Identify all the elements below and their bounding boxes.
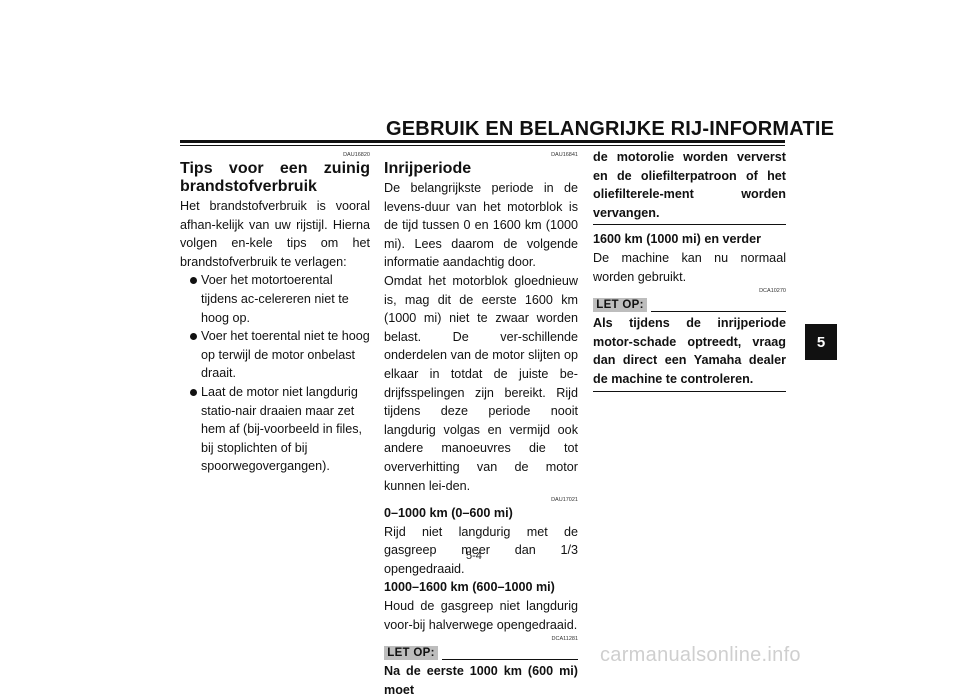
bullet-icon [190,333,197,341]
paragraph: Omdat het motorblok gloednieuw is, mag d… [384,273,578,493]
subheading: 1600 km (1000 mi) en verder [593,232,762,247]
caution-end-rule [593,224,786,226]
column-3: de motorolie worden ververst en de olief… [593,148,786,392]
list-item-text: Voer het motortoerental tijdens ac-celer… [201,273,349,325]
column-2: DAU16841 Inrijperiode De belangrijkste p… [384,150,578,699]
reference-code: DCA11281 [551,636,579,643]
reference-code: DCA10270 [759,288,786,295]
paragraph: Het brandstofverbruik is vooral afhan-ke… [180,199,370,269]
subheading: 1000–1600 km (600–1000 mi) [384,580,555,595]
reference-code: DAU16841 [551,152,578,158]
header-rule [180,140,785,143]
chapter-tab: 5 [805,324,837,360]
caution-end-rule [593,390,786,392]
bullet-icon [190,388,197,396]
reference-code: DAU16820 [343,152,370,158]
paragraph: De machine kan nu normaal worden gebruik… [593,250,786,284]
paragraph: Rijd niet langdurig met de gasgreep meer… [384,524,578,576]
list-item-text: Laat de motor niet langdurig statio-nair… [201,384,362,474]
bullet-icon [190,277,197,285]
list-item: Voer het motortoerental tijdens ac-celer… [180,271,370,327]
section-title-break-in: Inrijperiode [384,160,472,177]
subheading: 0–1000 km (0–600 mi) [384,506,513,521]
paragraph: De belangrijkste periode in de levens-du… [384,181,578,270]
header-rule-thin [180,145,785,146]
caution-rule [651,311,786,313]
caution-text: de motorolie worden ververst en de olief… [593,150,786,220]
bullet-list: Voer het motortoerental tijdens ac-celer… [180,271,370,476]
reference-code: DAU17021 [551,497,578,504]
section-title-fuel-tips: Tips voor een zuinig brandstofverbruik [180,160,370,195]
page-number: 5-4 [466,550,482,562]
caution-header: LET OP: [593,298,786,314]
list-item: Laat de motor niet langdurig statio-nair… [180,383,370,476]
caution-text: Na de eerste 1000 km (600 mi) moet [384,664,578,697]
caution-header: LET OP: [384,646,578,662]
list-item-text: Voer het toerental niet te hoog op terwi… [201,329,370,381]
page-header-title: GEBRUIK EN BELANGRIJKE RIJ-INFORMATIE [386,118,835,140]
caution-text: Als tijdens de inrijperiode motor-schade… [593,316,786,386]
paragraph: Houd de gasgreep niet langdurig voor-bij… [384,599,578,632]
caution-label: LET OP: [593,298,647,313]
caution-label: LET OP: [384,646,438,661]
list-item: Voer het toerental niet te hoog op terwi… [180,327,370,383]
column-1: DAU16820 Tips voor een zuinig brandstofv… [180,150,370,476]
caution-rule [442,659,578,661]
watermark: carmanualsonline.info [600,644,801,666]
